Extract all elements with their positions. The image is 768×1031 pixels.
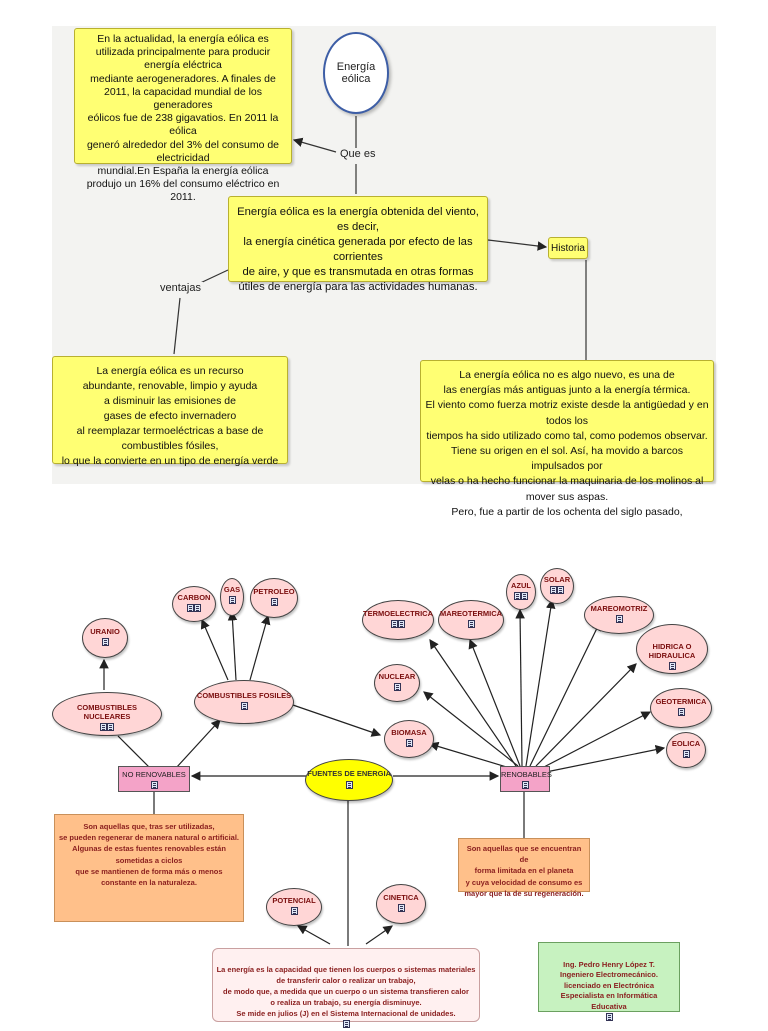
carbon-node[interactable]: CARBON	[172, 586, 216, 622]
potencial-node[interactable]: POTENCIAL	[266, 888, 322, 926]
eolica-central-node[interactable]: Energía eólica	[323, 32, 389, 114]
document-icon[interactable]	[514, 592, 521, 600]
uranio-node[interactable]: URANIO	[82, 618, 128, 658]
ventajas-box: La energía eólica es un recurso abundant…	[52, 356, 288, 467]
document-icon[interactable]	[398, 620, 405, 628]
document-icon[interactable]	[521, 592, 528, 600]
nuclear-node[interactable]: NUCLEAR	[374, 664, 420, 702]
eolica-label: EOLICA	[671, 739, 701, 748]
document-icon[interactable]	[550, 586, 557, 594]
document-icon[interactable]	[467, 620, 475, 628]
no-renovables-description: Son aquellas que, tras ser utilizadas, s…	[54, 814, 244, 922]
document-icon[interactable]	[345, 781, 353, 789]
uranio-label: URANIO	[90, 627, 120, 636]
document-icon[interactable]	[100, 723, 107, 731]
potencial-label: POTENCIAL	[272, 896, 316, 905]
document-icon[interactable]	[342, 1020, 350, 1028]
document-icon[interactable]	[194, 604, 201, 612]
fuentes-de-energia-label: FUENTES DE ENERGIA	[307, 769, 391, 778]
combustibles-nucleares-label: COMBUSTIBLES NUCLEARES	[77, 703, 137, 721]
termoelectrica-node[interactable]: TERMOELECTRICA	[362, 600, 434, 640]
author-text: Ing. Pedro Henry López T. Ingeniero Elec…	[560, 959, 658, 1011]
document-icon[interactable]	[391, 620, 398, 628]
historia-box: La energía eólica no es algo nuevo, es u…	[420, 360, 714, 518]
document-icon[interactable]	[668, 662, 676, 670]
hidrica-node[interactable]: HIDRICA O HIDRAULICA	[636, 624, 708, 674]
petroleo-node[interactable]: PETROLEO	[250, 578, 298, 618]
eolica-usage-box: En la actualidad, la energía eólica es u…	[74, 28, 292, 203]
document-icon[interactable]	[615, 615, 623, 623]
mareomotriz-label: MAREOMOTRIZ	[590, 604, 648, 613]
document-icon[interactable]	[101, 638, 109, 646]
cinetica-node[interactable]: CINETICA	[376, 884, 426, 924]
document-icon[interactable]	[228, 596, 236, 604]
document-icon[interactable]	[521, 781, 529, 789]
combustibles-fosiles-label: COMBUSTIBLES FOSILES	[196, 691, 292, 700]
document-icon[interactable]	[405, 739, 413, 747]
azul-node[interactable]: AZUL	[506, 574, 536, 610]
combustibles-nucleares-node[interactable]: COMBUSTIBLES NUCLEARES	[52, 692, 162, 736]
biomasa-node[interactable]: BIOMASA	[384, 720, 434, 758]
document-icon[interactable]	[605, 1013, 613, 1021]
document-icon[interactable]	[107, 723, 114, 731]
mareomotriz-node[interactable]: MAREOMOTRIZ	[584, 596, 654, 634]
document-icon[interactable]	[290, 907, 298, 915]
solar-label: SOLAR	[543, 575, 571, 584]
document-icon[interactable]	[677, 708, 685, 716]
fuentes-de-energia-node[interactable]: FUENTES DE ENERGIA	[305, 759, 393, 801]
combustibles-fosiles-node[interactable]: COMBUSTIBLES FOSILES	[194, 680, 294, 724]
termoelectrica-label: TERMOELECTRICA	[363, 609, 433, 618]
no-renovables-label: NO RENOVABLES	[122, 770, 186, 779]
solar-node[interactable]: SOLAR	[540, 568, 574, 604]
eolica-definition-box: Energía eólica es la energía obtenida de…	[228, 196, 488, 293]
gas-label: GAS	[223, 585, 241, 594]
mareotermica-node[interactable]: MAREOTERMICA	[438, 600, 504, 640]
document-icon[interactable]	[682, 750, 690, 758]
document-icon[interactable]	[240, 702, 248, 710]
cinetica-label: CINETICA	[383, 893, 419, 902]
hidrica-label: HIDRICA O HIDRAULICA	[648, 642, 696, 660]
eolica-node[interactable]: EOLICA	[666, 732, 706, 768]
carbon-label: CARBON	[177, 593, 211, 602]
energia-definition-box: La energía es la capacidad que tienen lo…	[212, 948, 480, 1028]
gas-node[interactable]: GAS	[220, 578, 244, 616]
renovables-label: RENOBABLES	[501, 770, 552, 779]
document-icon[interactable]	[393, 683, 401, 691]
azul-label: AZUL	[511, 581, 531, 590]
renovables-description: Son aquellas que se encuentran de forma …	[458, 838, 590, 898]
link-que-es: Que es	[338, 148, 378, 160]
geotermica-node[interactable]: GEOTERMICA	[650, 688, 712, 728]
biomasa-label: BIOMASA	[391, 728, 427, 737]
energia-definition-text: La energía es la capacidad que tienen lo…	[216, 965, 476, 1018]
nuclear-label: NUCLEAR	[378, 672, 416, 681]
document-icon[interactable]	[397, 904, 405, 912]
petroleo-label: PETROLEO	[253, 587, 295, 596]
author-box: Ing. Pedro Henry López T. Ingeniero Elec…	[538, 942, 680, 1021]
renovables-node[interactable]: RENOBABLES	[500, 766, 552, 792]
document-icon[interactable]	[187, 604, 194, 612]
document-icon[interactable]	[557, 586, 564, 594]
document-icon[interactable]	[270, 598, 278, 606]
link-ventajas: ventajas	[158, 282, 203, 294]
historia-node[interactable]: Historia	[548, 237, 588, 259]
document-icon[interactable]	[150, 781, 158, 789]
no-renovables-node[interactable]: NO RENOVABLES	[118, 766, 190, 792]
geotermica-label: GEOTERMICA	[655, 697, 707, 706]
mareotermica-label: MAREOTERMICA	[439, 609, 503, 618]
